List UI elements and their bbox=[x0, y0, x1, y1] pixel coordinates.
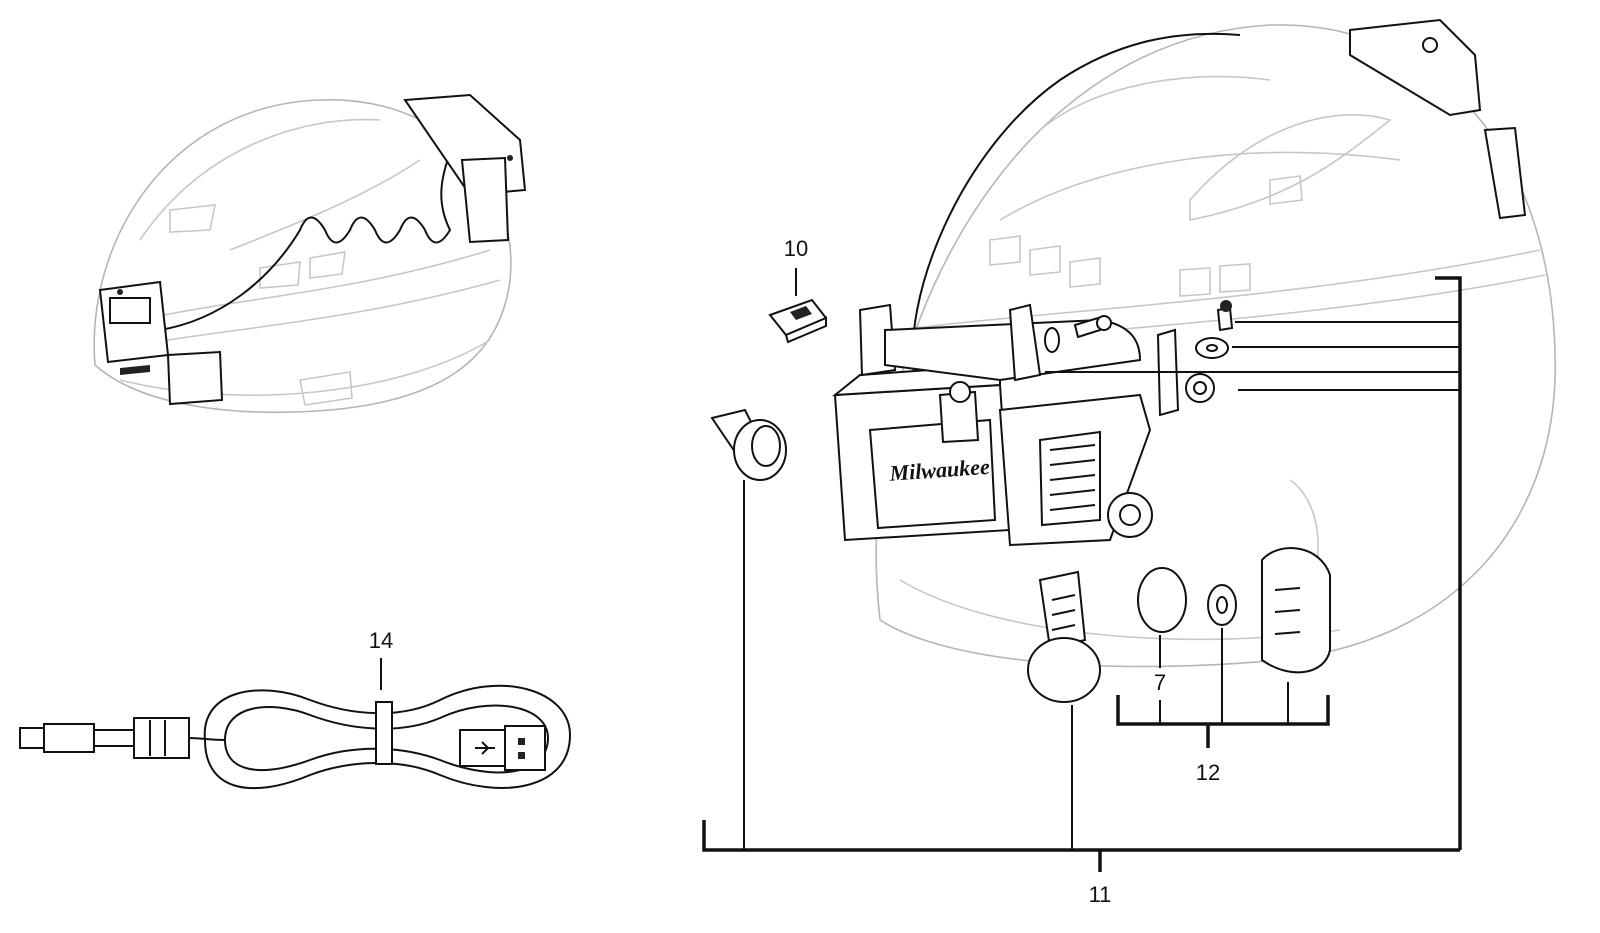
callout-label-12: 12 bbox=[1196, 760, 1220, 785]
knob-part-front bbox=[1027, 570, 1101, 703]
leader-lines-11-right bbox=[1045, 276, 1462, 850]
clip-cover-part bbox=[768, 298, 828, 344]
washer-part bbox=[1044, 327, 1229, 359]
callout-label-14: 14 bbox=[369, 628, 393, 653]
screw-part bbox=[1073, 300, 1234, 339]
knob-part-left bbox=[710, 408, 787, 481]
helmet-assembled-illustration bbox=[93, 93, 527, 414]
usb-cable-part bbox=[19, 684, 572, 790]
washer-part-12 bbox=[1207, 584, 1237, 626]
cable-strap bbox=[375, 701, 393, 765]
callout-label-11: 11 bbox=[1089, 882, 1112, 907]
round-pad-part-7 bbox=[1137, 567, 1187, 633]
callout-label-7: 7 bbox=[1154, 670, 1166, 695]
side-pad-part-12 bbox=[1261, 547, 1331, 674]
bracket-11 bbox=[702, 480, 1460, 872]
helmet-exploded-illustration: Milwaukee bbox=[831, 18, 1556, 668]
callout-label-10: 10 bbox=[784, 236, 808, 261]
bracket-12 bbox=[1116, 628, 1330, 748]
